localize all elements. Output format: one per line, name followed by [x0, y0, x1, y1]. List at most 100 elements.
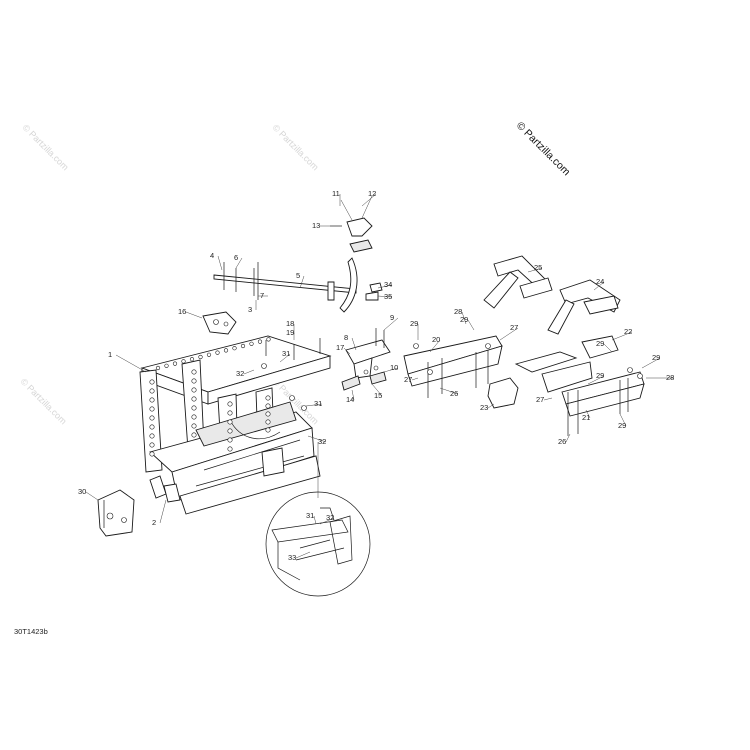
callout-leader: [115, 354, 147, 373]
callout-leader: [85, 491, 99, 501]
watermark: © Partzilla.com: [271, 122, 321, 172]
callout-29: 29: [596, 339, 604, 348]
frame-hole: [191, 387, 197, 393]
callout-29: 29: [460, 315, 468, 324]
frame-hole: [164, 363, 169, 368]
callout-leader: [159, 499, 167, 524]
frame-hole: [249, 341, 254, 346]
frame-hole: [191, 396, 197, 402]
frame-hole: [149, 433, 155, 439]
callout-14: 14: [346, 395, 354, 404]
callout-9: 9: [390, 313, 394, 322]
frame-hole: [265, 411, 271, 417]
frame-hole: [227, 428, 233, 434]
callout-33: 33: [288, 553, 296, 562]
frame-hole: [191, 378, 197, 384]
callout-25: 25: [534, 263, 542, 272]
callout-5: 5: [296, 271, 300, 280]
frame-hole: [149, 379, 155, 385]
callout-32: 32: [318, 437, 326, 446]
callout-11: 11: [332, 189, 340, 198]
callout-17: 17: [336, 343, 344, 352]
callout-leader: [487, 403, 495, 409]
frame-hole: [191, 405, 197, 411]
bolts-center: [261, 338, 321, 411]
frame-hole: [191, 414, 197, 420]
callout-31: 31: [306, 511, 314, 520]
frame-hole: [181, 359, 186, 364]
frame-hole: [240, 343, 246, 349]
frame-hole: [223, 348, 229, 353]
callout-8: 8: [344, 333, 348, 342]
latch-assembly: [330, 195, 373, 253]
frame-hole: [191, 423, 197, 429]
frame-hole: [149, 388, 155, 394]
callout-31: 31: [314, 399, 322, 408]
frame-hole: [149, 451, 155, 457]
callout-15: 15: [374, 391, 382, 400]
callout-leader: [593, 281, 605, 291]
callout-35: 35: [384, 292, 392, 301]
callout-28: 28: [454, 307, 462, 316]
callout-leader: [351, 389, 355, 401]
callout-29: 29: [652, 353, 660, 362]
callout-leader: [279, 353, 291, 363]
callout-29: 29: [618, 421, 626, 430]
callout-29: 29: [596, 371, 604, 380]
frame-hole: [149, 424, 155, 430]
callout-leader: [439, 387, 459, 395]
frame-hole: [206, 352, 212, 357]
callout-29: 29: [410, 319, 418, 328]
rod-assembly: [213, 257, 383, 313]
frame-hole: [265, 419, 271, 425]
callout-leader: [185, 311, 203, 319]
callout-leader: [565, 433, 571, 443]
callout-leader: [371, 383, 383, 397]
callout-2: 2: [152, 518, 156, 527]
frame-hole: [227, 401, 233, 407]
hinge-assembly: [341, 328, 391, 391]
frame-hole: [155, 365, 161, 371]
callout-leader: [235, 257, 243, 269]
callout-leader: [217, 255, 223, 271]
frame-hole: [265, 427, 271, 433]
callout-leader: [377, 284, 393, 289]
callout-leader: [499, 327, 519, 341]
callout-leader: [243, 369, 255, 375]
callout-leader: [467, 319, 475, 331]
callout-leader: [603, 343, 613, 353]
frame-hole: [172, 361, 178, 366]
watermark: © Partzilla.com: [21, 122, 71, 172]
callout-leader: [343, 347, 351, 355]
callout-leader: [307, 435, 327, 443]
frame-hole: [149, 406, 155, 412]
frame-hole: [191, 369, 197, 375]
callout-leader: [619, 413, 627, 427]
callout-30: 30: [78, 487, 86, 496]
callout-leader: [527, 267, 543, 273]
callout-34: 34: [384, 280, 392, 289]
callout-leader: [429, 339, 441, 353]
callout-leader: [641, 357, 661, 369]
callout-19: 19: [286, 328, 294, 337]
callout-24: 24: [596, 277, 604, 286]
callout-26: 26: [450, 389, 458, 398]
frame-hole: [215, 350, 220, 355]
callout-leader: [319, 517, 335, 525]
callout-18: 18: [286, 319, 294, 328]
rail-right: [514, 351, 645, 436]
callout-27: 27: [536, 395, 544, 404]
callout-27: 27: [510, 323, 518, 332]
callout-10: 10: [390, 363, 398, 372]
callout-leader: [383, 367, 399, 373]
callout-6: 6: [234, 253, 238, 262]
callout-26: 26: [558, 437, 566, 446]
frame-hole: [227, 419, 233, 425]
callout-leader: [587, 375, 605, 385]
upper-frame-25: [483, 255, 553, 309]
callout-leader: [299, 275, 305, 289]
callout-4: 4: [210, 251, 214, 260]
watermark: © Partzilla.com: [19, 376, 69, 426]
frame-hole: [265, 403, 271, 409]
